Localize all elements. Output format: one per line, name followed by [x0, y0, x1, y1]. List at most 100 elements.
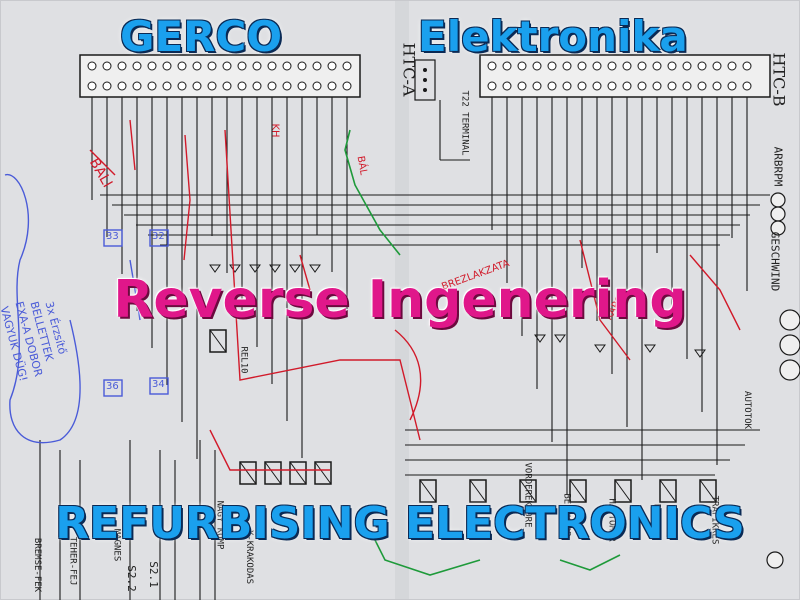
pin-a-bottom — [297, 81, 307, 91]
ground-symbols — [209, 264, 706, 358]
connector-b-pins — [479, 54, 771, 98]
pin-b-bottom — [697, 81, 707, 91]
pin-b-top — [742, 61, 752, 71]
ground-symbol — [644, 344, 656, 353]
pin-b-top — [652, 61, 662, 71]
pin-a-top — [87, 61, 97, 71]
brand-name-left: GERCO — [120, 12, 283, 61]
pin-b-top — [532, 61, 542, 71]
blue-note-33: 33 — [106, 231, 119, 242]
ground-symbol — [309, 264, 321, 273]
pin-a-top — [297, 61, 307, 71]
pin-a-top — [177, 61, 187, 71]
pin-b-top — [517, 61, 527, 71]
ground-symbol — [289, 264, 301, 273]
ground-symbol — [694, 349, 706, 358]
pin-a-bottom — [312, 81, 322, 91]
relay-coil — [614, 479, 632, 503]
pin-a-top — [312, 61, 322, 71]
relay-slash — [419, 479, 437, 503]
bottom-label-s21: S2.1 — [146, 561, 160, 588]
pin-b-bottom — [667, 81, 677, 91]
pin-b-top — [592, 61, 602, 71]
relay-coil — [569, 479, 587, 503]
vertical-wires — [39, 97, 748, 600]
pin-a-bottom — [222, 81, 232, 91]
brand-name-right: Elektronika — [418, 12, 688, 61]
right-connectors — [766, 192, 800, 569]
relay-label: REL10 — [238, 346, 249, 374]
ground-symbol — [229, 264, 241, 273]
pin-a-bottom — [177, 81, 187, 91]
pin-b-bottom — [502, 81, 512, 91]
blue-note-32: 32 — [152, 231, 165, 242]
pin-a-top — [102, 61, 112, 71]
pin-b-top — [712, 61, 722, 71]
pin-b-bottom — [532, 81, 542, 91]
pin-b-top — [562, 61, 572, 71]
red-note-kh: KH — [269, 123, 281, 138]
pin-b-top — [577, 61, 587, 71]
pin-a-top — [267, 61, 277, 71]
ground-symbol — [269, 264, 281, 273]
ground-symbol — [249, 264, 261, 273]
relay-coil — [469, 479, 487, 503]
relay-coils — [209, 329, 717, 503]
pin-b-bottom — [487, 81, 497, 91]
relay-slash — [209, 329, 227, 353]
pin-b-bottom — [592, 81, 602, 91]
blue-annotations — [4, 174, 169, 444]
relay-slash — [264, 461, 282, 485]
pin-a-top — [327, 61, 337, 71]
pin-b-top — [697, 61, 707, 71]
pin-b-top — [622, 61, 632, 71]
pin-b-top — [637, 61, 647, 71]
pin-a-bottom — [237, 81, 247, 91]
pin-a-bottom — [267, 81, 277, 91]
blue-note-34: 34 — [152, 379, 165, 390]
connector-a-pins — [79, 54, 361, 98]
pin-a-top — [117, 61, 127, 71]
pin-a-top — [222, 61, 232, 71]
pin-b-top — [487, 61, 497, 71]
relay-coil — [209, 329, 227, 353]
pin-b-bottom — [622, 81, 632, 91]
pin-a-bottom — [102, 81, 112, 91]
pin-a-bottom — [207, 81, 217, 91]
pin-a-bottom — [192, 81, 202, 91]
pin-a-bottom — [282, 81, 292, 91]
pin-b-top — [667, 61, 677, 71]
pin-b-bottom — [652, 81, 662, 91]
pin-b-bottom — [712, 81, 722, 91]
pin-b-bottom — [517, 81, 527, 91]
pin-a-top — [207, 61, 217, 71]
relay-coil — [419, 479, 437, 503]
relay-coil — [289, 461, 307, 485]
connector-b-label: HTC-B — [769, 52, 789, 107]
ground-symbol — [554, 334, 566, 343]
relay-slash — [569, 479, 587, 503]
blue-note-36: 36 — [106, 381, 119, 392]
horizontal-buses — [100, 100, 770, 476]
relay-slash — [314, 461, 332, 485]
pin-a-top — [282, 61, 292, 71]
terminal-label: T22 TERMINAL — [459, 90, 470, 156]
relay-coil — [314, 461, 332, 485]
bottom-label-s22: S2.2 — [124, 565, 138, 592]
pin-a-bottom — [342, 81, 352, 91]
terminal-block — [414, 59, 436, 101]
ground-symbol — [594, 344, 606, 353]
autotok-label: AUTOTOK — [741, 391, 752, 429]
footer-text: REFURBISING ELECTRONICS — [55, 498, 745, 549]
relay-slash — [519, 479, 537, 503]
pin-b-bottom — [727, 81, 737, 91]
relay-coil — [239, 461, 257, 485]
pin-a-bottom — [162, 81, 172, 91]
pin-b-bottom — [682, 81, 692, 91]
ground-symbol — [534, 334, 546, 343]
ground-symbol — [209, 264, 221, 273]
pin-b-bottom — [607, 81, 617, 91]
connector-a-label: HTC-A — [399, 42, 419, 97]
relay-slash — [699, 479, 717, 503]
